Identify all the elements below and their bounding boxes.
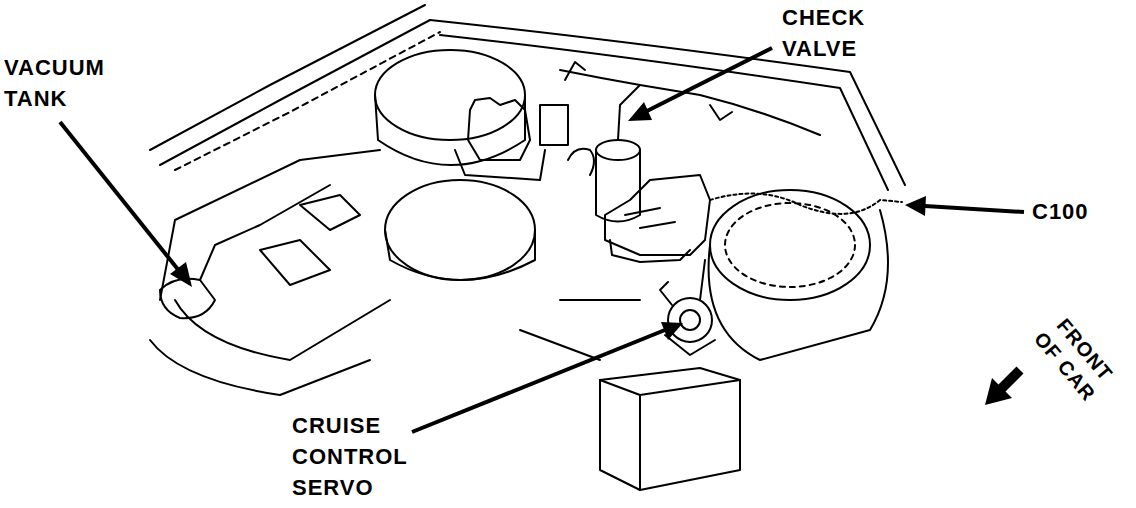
cowl-line bbox=[160, 20, 430, 165]
check-valve bbox=[596, 150, 640, 222]
strut-tower bbox=[710, 190, 870, 300]
vacuum-tank bbox=[160, 279, 215, 318]
fender bbox=[160, 150, 380, 300]
arrow-head bbox=[661, 322, 683, 340]
servo-linkage bbox=[660, 260, 705, 305]
bracket bbox=[540, 105, 568, 145]
cowl-line bbox=[175, 32, 440, 170]
harness bbox=[710, 194, 902, 214]
vacuum-line bbox=[560, 70, 820, 135]
cowl-line bbox=[150, 5, 425, 150]
hose bbox=[568, 149, 594, 175]
leader-arrows bbox=[60, 48, 1024, 432]
vacuum-line bbox=[565, 62, 585, 80]
bracket bbox=[455, 150, 545, 180]
air-cleaner bbox=[375, 95, 525, 165]
battery bbox=[600, 380, 740, 490]
arrow-head bbox=[628, 102, 652, 121]
check-valve bbox=[596, 140, 640, 160]
strut-tower bbox=[385, 230, 535, 280]
battery bbox=[600, 368, 740, 490]
fender bbox=[175, 300, 390, 360]
air-cleaner bbox=[375, 50, 525, 140]
strut-tower bbox=[725, 203, 855, 287]
servo-bracket bbox=[665, 335, 715, 355]
leader-line bbox=[60, 122, 180, 272]
fender bbox=[709, 210, 888, 360]
fender bbox=[150, 340, 370, 395]
master-cylinder bbox=[625, 208, 675, 228]
part-label: CRUISE CONTROL SERVO bbox=[292, 410, 417, 503]
fender bbox=[300, 195, 360, 230]
distributor bbox=[468, 98, 530, 160]
cruise-servo bbox=[668, 298, 712, 342]
engine-bay bbox=[150, 5, 905, 490]
cruise-servo bbox=[680, 310, 700, 330]
leader-line bbox=[925, 206, 1024, 212]
strut-tower bbox=[385, 180, 535, 280]
connector-label: C100 bbox=[1032, 196, 1112, 227]
front-arrow bbox=[985, 367, 1024, 406]
direction-label: FRONT OF CAR bbox=[1023, 303, 1127, 413]
vacuum-line bbox=[710, 105, 732, 120]
part-label: CHECK VALVE bbox=[782, 2, 882, 64]
part-label: VACUUM TANK bbox=[4, 52, 129, 114]
vacuum-tank-line bbox=[200, 185, 330, 280]
arrow-head bbox=[170, 262, 192, 287]
fender bbox=[260, 240, 330, 285]
master-cylinder bbox=[610, 240, 690, 262]
leader-line bbox=[645, 48, 772, 112]
leader-line bbox=[412, 330, 665, 432]
radiator-support bbox=[520, 300, 640, 360]
master-cylinder bbox=[605, 175, 710, 255]
arrow-head bbox=[905, 196, 926, 216]
